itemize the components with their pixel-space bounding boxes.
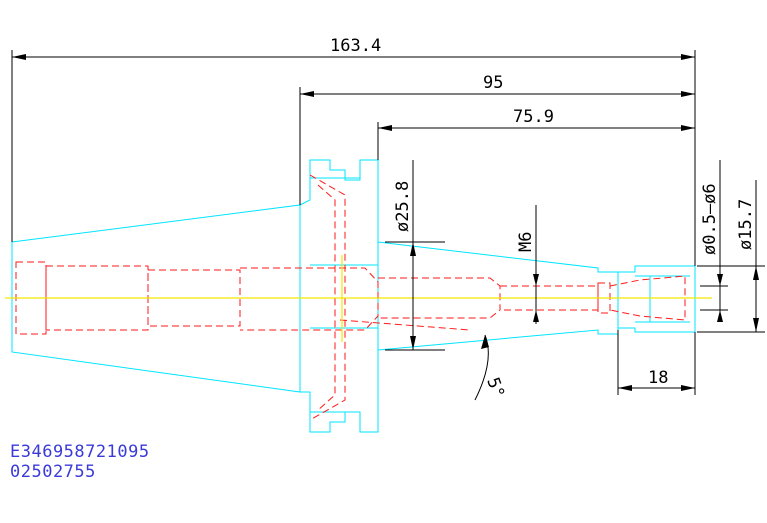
tool-holder-outline [11,159,696,433]
part-code-line-1: E346958721095 [10,442,150,462]
dim-flange-to-tip: 95 [483,73,503,93]
dim-clamp-range: ø0.5–ø6 [700,183,720,255]
dim-overall-length: 163.4 [330,36,381,56]
dim-nose-length: 18 [648,368,668,388]
dim-gauge-to-tip: 75.9 [513,107,554,127]
dim-taper-angle: 5° [482,375,508,401]
dim-taper-diameter: ø25.8 [393,181,413,232]
dimension-lines [11,50,765,401]
dim-thread: M6 [516,232,536,252]
part-code-line-2: 02502755 [10,462,96,482]
dim-nose-diameter: ø15.7 [736,199,756,250]
